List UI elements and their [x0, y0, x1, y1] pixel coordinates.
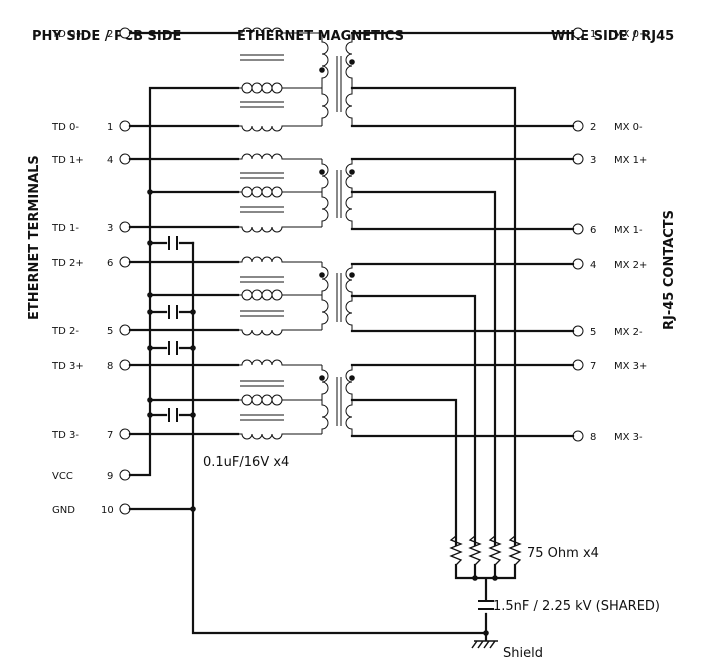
side-label-rj45-contacts: RJ-45 CONTACTS [662, 210, 677, 330]
junction-dots [147, 189, 498, 636]
side-label-ethernet-terminals: ETHERNET TERMINALS [27, 155, 42, 320]
left-pin-name: TD 0- [51, 122, 79, 133]
junction-dot [190, 412, 196, 418]
right-terminals [572, 27, 584, 442]
hv-capacitor-symbol [478, 600, 494, 610]
junction-dot [492, 575, 498, 581]
junction-dot [190, 345, 196, 351]
terminal-circle [119, 324, 131, 336]
terminal-circle [572, 120, 584, 132]
left-pin-number: 7 [107, 430, 113, 441]
terminal-circle [572, 153, 584, 165]
left-pin-number: 1 [107, 122, 113, 133]
left-pin-number: 9 [107, 471, 113, 482]
right-pin-labels: 1 MX 0+ 2 MX 0- 3 MX 1+ 6 MX 1- 4 MX 2+ … [590, 29, 647, 443]
hv-capacitor-annotation: 1.5nF / 2.25 kV (SHARED) [493, 599, 660, 614]
left-pin-name: TD 0+ [51, 29, 84, 40]
capacitor-annotation: 0.1uF/16V x4 [203, 455, 289, 470]
junction-dot [147, 412, 153, 418]
left-pin-name: TD 2- [51, 326, 79, 337]
left-pin-number: 8 [107, 361, 113, 372]
right-pin-name: MX 3- [614, 432, 643, 443]
right-pin-number: 2 [590, 122, 596, 133]
right-pin-name: MX 0+ [614, 29, 647, 40]
left-pin-number: 3 [107, 223, 113, 234]
left-pin-name: GND [52, 505, 75, 516]
left-pin-labels: TD 0+ 2 TD 0- 1 TD 1+ 4 TD 1- 3 TD 2+ 6 … [51, 29, 114, 516]
left-terminals [119, 27, 131, 515]
right-pin-number: 8 [590, 432, 596, 443]
terminal-circle [572, 359, 584, 371]
right-pin-number: 3 [590, 155, 596, 166]
right-pin-name: MX 1- [614, 225, 643, 236]
shield-ground-icon [471, 640, 498, 649]
junction-dot [190, 309, 196, 315]
resistor-symbol [449, 535, 463, 566]
junction-dot [147, 240, 153, 246]
right-pin-number: 5 [590, 327, 596, 338]
right-pin-name: MX 0- [614, 122, 643, 133]
magnetics-channel-1 [238, 153, 355, 233]
junction-dot [147, 309, 153, 315]
left-pin-name: TD 2+ [51, 258, 84, 269]
terminal-circle [119, 120, 131, 132]
terminal-circle [572, 223, 584, 235]
wiring [128, 31, 575, 642]
junction-dot [147, 345, 153, 351]
shield-label: Shield [503, 646, 543, 661]
right-pin-name: MX 1+ [614, 155, 647, 166]
left-pin-number: 6 [107, 258, 113, 269]
junction-dot [147, 189, 153, 195]
junction-dot [472, 575, 478, 581]
header-wire-side: WIRE SIDE / RJ45 [551, 29, 674, 44]
capacitor-symbol [168, 305, 178, 319]
terminal-circle [119, 469, 131, 481]
left-pin-name: TD 1+ [51, 155, 84, 166]
resistor-symbol [468, 535, 482, 566]
resistor-annotation: 75 Ohm x4 [527, 546, 599, 561]
left-pin-name: VCC [52, 471, 73, 482]
magnetics-channel-2 [238, 256, 355, 336]
terminal-circle [119, 256, 131, 268]
left-pin-number: 2 [107, 29, 113, 40]
terminal-circle [572, 325, 584, 337]
terminal-circle [572, 430, 584, 442]
right-pin-name: MX 2- [614, 327, 643, 338]
right-pin-name: MX 3+ [614, 361, 647, 372]
junction-dot [147, 397, 153, 403]
terminal-circle [119, 359, 131, 371]
terminal-circle [119, 153, 131, 165]
capacitor-symbol [168, 408, 178, 422]
capacitor-symbol [168, 236, 178, 250]
right-pin-name: MX 2+ [614, 260, 647, 271]
magnetics-channel-3 [238, 359, 355, 440]
terminal-circle [572, 27, 584, 39]
decoupling-capacitors [168, 236, 178, 422]
left-pin-name: TD 3- [51, 430, 79, 441]
capacitor-symbol [168, 341, 178, 355]
magnetics-channel-0 [238, 27, 355, 132]
right-pin-number: 7 [590, 361, 596, 372]
terminal-circle [119, 27, 131, 39]
right-pin-number: 6 [590, 225, 596, 236]
left-pin-name: TD 1- [51, 223, 79, 234]
right-pin-number: 1 [590, 29, 596, 40]
left-pin-number: 4 [107, 155, 113, 166]
left-pin-number: 5 [107, 326, 113, 337]
resistor-symbol [508, 535, 522, 566]
junction-dot [483, 630, 489, 636]
junction-dot [147, 292, 153, 298]
terminal-circle [572, 258, 584, 270]
left-pin-name: TD 3+ [51, 361, 84, 372]
termination-resistors [449, 535, 522, 566]
right-pin-number: 4 [590, 260, 596, 271]
junction-dot [190, 506, 196, 512]
terminal-circle [119, 503, 131, 515]
resistor-symbol [488, 535, 502, 566]
left-pin-number: 10 [101, 505, 114, 516]
terminal-circle [119, 221, 131, 233]
terminal-circle [119, 428, 131, 440]
